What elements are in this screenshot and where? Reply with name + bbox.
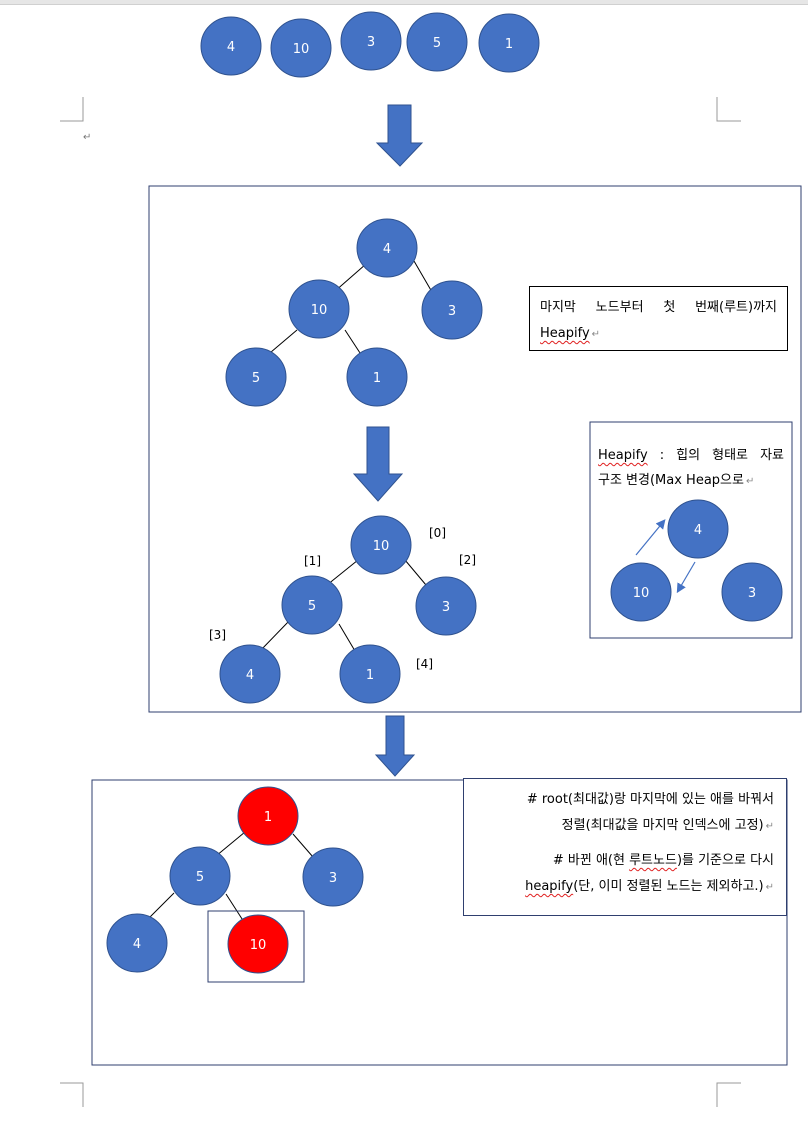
tree-initial: 4 10 3 5 1 xyxy=(225,218,483,407)
note2-text1: 힙의 형태로 자료 xyxy=(676,448,784,463)
tree3-node-left-right xyxy=(227,914,289,974)
note2-term: Heapify xyxy=(598,448,648,463)
tree3-node-left-right-label: 10 xyxy=(250,938,267,953)
tree2-node-left-right xyxy=(339,644,401,704)
tree2-node-root-label: 10 xyxy=(373,539,390,554)
paragraph-mark: ↵ xyxy=(83,132,91,143)
tree1-node-left xyxy=(288,279,350,339)
tree2-node-left-label: 5 xyxy=(308,599,316,614)
sort-section-box xyxy=(91,779,788,1066)
example-node-bottom-left-label: 10 xyxy=(633,586,650,601)
tree2-index-3: [3] xyxy=(209,628,226,642)
tree1-node-right xyxy=(421,280,483,340)
array-node-0 xyxy=(200,16,262,76)
tree3-node-right xyxy=(302,847,364,907)
note3-para-mark-1: ↵ xyxy=(765,821,774,832)
note3-line3-squig: 루트노드 xyxy=(629,853,677,868)
tree2-index-0: [0] xyxy=(429,526,446,540)
example-node-bottom-left xyxy=(610,562,672,622)
tree3-node-root-label: 1 xyxy=(264,810,272,825)
note3-line1: # root(최대값)랑 마지막에 있는 애를 바꿔서 xyxy=(526,792,774,807)
example-node-top xyxy=(667,499,729,559)
array-node-3 xyxy=(406,12,468,72)
tree2-node-right xyxy=(415,576,477,636)
note3-line3-post: )를 기준으로 다시 xyxy=(676,853,774,868)
note3-para-mark-2: ↵ xyxy=(765,882,774,893)
tree3-node-left-left-label: 4 xyxy=(133,937,141,952)
down-arrow-2 xyxy=(352,426,404,502)
tree2-index-2: [2] xyxy=(459,553,476,567)
note2-para-mark: ↵ xyxy=(745,476,755,487)
tree1-node-root-label: 4 xyxy=(383,242,391,257)
tree1-node-right-label: 3 xyxy=(448,304,456,319)
example-node-right-label: 3 xyxy=(748,586,756,601)
tree2-node-left-right-label: 1 xyxy=(366,668,374,683)
down-arrow-1 xyxy=(375,104,424,167)
array-node-4-label: 1 xyxy=(505,37,513,52)
tree3-node-left xyxy=(169,846,231,906)
example-node-top-label: 4 xyxy=(694,523,702,538)
swap-explanation-note: # root(최대값)랑 마지막에 있는 애를 바꿔서 정렬(최대값을 마지막 … xyxy=(463,778,787,916)
array-node-3-label: 5 xyxy=(433,36,441,51)
page-top-edge xyxy=(0,0,808,5)
note1-line1: 마지막 노드부터 첫 번째(루트)까지 xyxy=(540,300,777,315)
note1-para-mark: ↵ xyxy=(591,329,601,340)
array-node-1 xyxy=(270,18,332,78)
note1-line2: Heapify xyxy=(540,326,590,341)
array-node-4 xyxy=(478,13,540,73)
tree2-node-left xyxy=(281,575,343,635)
tree2-node-left-left xyxy=(219,644,281,704)
sorted-node-frame xyxy=(207,910,305,983)
heapify-definition-text: Heapify : 힙의 형태로 자료 구조 변경(Max Heap으로↵ xyxy=(598,443,784,503)
array-node-0-label: 4 xyxy=(227,40,235,55)
note3-line2: 정렬(최대값을 마지막 인덱스에 고정) xyxy=(561,818,764,833)
note2-text2: 구조 변경(Max Heap으로 xyxy=(598,473,744,488)
tree-max-heap: 10 5 3 4 1 [0] [1] [2] [3] [4] xyxy=(209,515,477,704)
example-node-right xyxy=(721,562,783,622)
tree1-node-root xyxy=(356,218,418,278)
down-arrow-3 xyxy=(374,715,416,777)
note2-sep: : xyxy=(647,448,677,463)
tree-after-swap: 1 5 3 4 10 xyxy=(106,786,364,983)
tree2-node-left-left-label: 4 xyxy=(246,668,254,683)
tree2-index-4: [4] xyxy=(416,657,433,671)
heapify-section-box xyxy=(148,185,802,713)
heapify-example: 4 10 3 xyxy=(610,499,783,622)
tree2-node-root xyxy=(350,515,412,575)
note3-line4-squig: heapify xyxy=(525,879,574,894)
tree2-index-1: [1] xyxy=(304,554,321,568)
array-node-1-label: 10 xyxy=(293,42,310,57)
tree1-node-left-left xyxy=(225,347,287,407)
tree2-node-right-label: 3 xyxy=(442,600,450,615)
heapify-range-note: 마지막 노드부터 첫 번째(루트)까지 Heapify↵ xyxy=(529,286,788,351)
tree3-node-left-left xyxy=(106,913,168,973)
array-node-2 xyxy=(340,11,402,71)
note3-line4-post: (단, 이미 정렬된 노드는 제외하고.) xyxy=(573,879,764,894)
tree1-node-left-right-label: 1 xyxy=(373,371,381,386)
tree3-node-root xyxy=(237,786,299,846)
tree1-node-left-label: 10 xyxy=(311,303,328,318)
input-array: 4 10 3 5 1 xyxy=(200,11,540,78)
note3-line3-pre: # 바뀐 애(현 xyxy=(552,853,630,868)
tree3-node-left-label: 5 xyxy=(196,870,204,885)
tree1-node-left-left-label: 5 xyxy=(252,371,260,386)
array-node-2-label: 3 xyxy=(367,35,375,50)
page-corner-marks xyxy=(60,97,741,1107)
tree3-node-right-label: 3 xyxy=(329,871,337,886)
tree1-node-left-right xyxy=(346,347,408,407)
